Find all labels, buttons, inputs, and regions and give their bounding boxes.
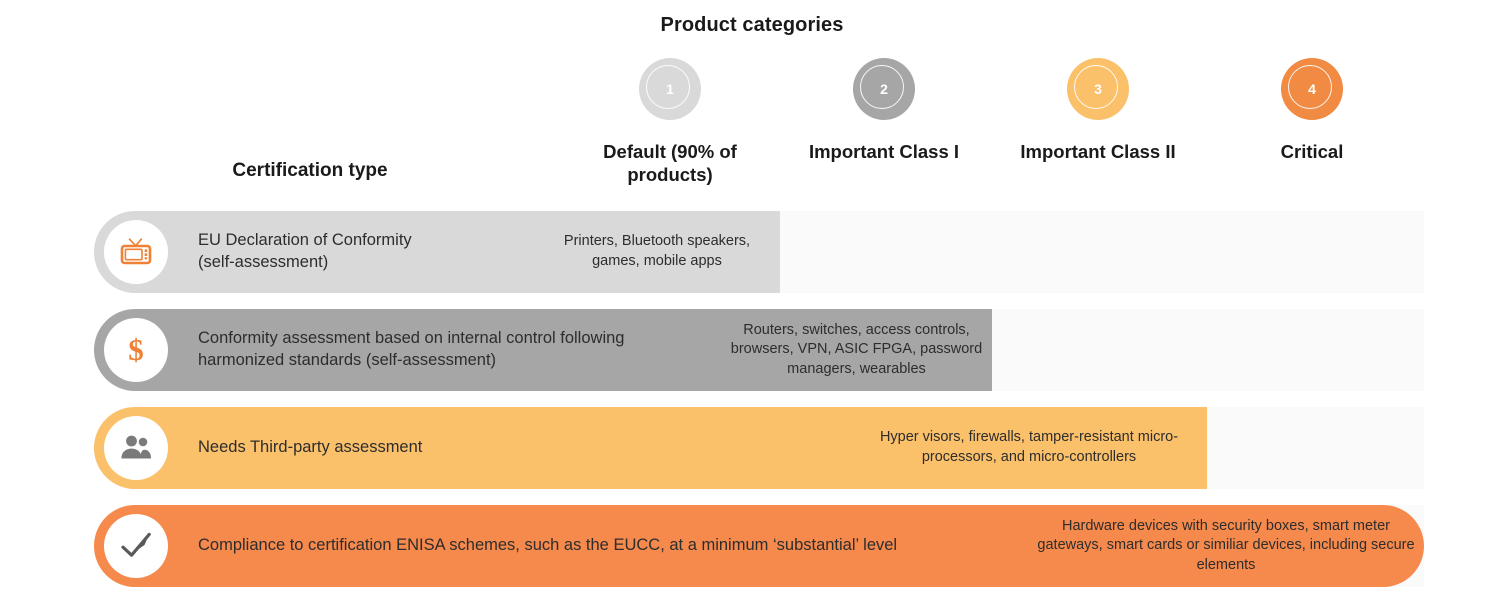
checkmark-icon (119, 531, 153, 561)
page-title: Product categories (660, 14, 844, 36)
category-badge-number: 1 (666, 81, 674, 97)
category-column-4: 4 Critical (1202, 58, 1422, 163)
badge-ring-icon (1074, 65, 1118, 109)
row-description: Hyper visors, firewalls, tamper-resistan… (879, 429, 1179, 465)
row-bar: EU Declaration of Conformity (self-asses… (94, 211, 780, 293)
category-label-2: Important Class I (808, 141, 960, 162)
table-row: EU Declaration of Conformity (self-asses… (94, 211, 1424, 293)
row-icon-circle (104, 416, 168, 480)
row-bar: Needs Third-party assessment Hyper visor… (94, 407, 1207, 489)
table-row: $ Conformity assessment based on interna… (94, 309, 1424, 391)
table-row: Needs Third-party assessment Hyper visor… (94, 407, 1424, 489)
category-badge-number: 4 (1308, 81, 1316, 97)
row-icon-circle: $ (104, 318, 168, 382)
row-icon-circle (104, 220, 168, 284)
people-icon (118, 434, 154, 462)
category-badge-number: 3 (1094, 81, 1102, 97)
row-label: Needs Third-party assessment (198, 438, 423, 457)
row-label: EU Declaration of Conformity (self-asses… (198, 231, 412, 271)
category-column-1: 1 Default (90% of products) (560, 58, 780, 186)
category-badge-4: 4 (1281, 58, 1343, 120)
badge-ring-icon (860, 65, 904, 109)
row-icon-circle (104, 514, 168, 578)
dollar-sign-icon: $ (124, 332, 148, 368)
category-badge-1: 1 (639, 58, 701, 120)
row-bar: $ Conformity assessment based on interna… (94, 309, 992, 391)
row-description: Routers, switches, access controls, brow… (730, 321, 983, 377)
category-label-3: Important Class II (1020, 141, 1176, 162)
category-badge-number: 2 (880, 81, 888, 97)
row-description: Printers, Bluetooth speakers, games, mob… (563, 233, 751, 269)
television-icon (119, 237, 153, 267)
category-column-3: 3 Important Class II (988, 58, 1208, 163)
category-label-1: Default (90% of products) (603, 141, 737, 186)
row-label: Conformity assessment based on internal … (198, 329, 625, 369)
table-row: Compliance to certification ENISA scheme… (94, 505, 1424, 587)
category-column-2: 2 Important Class I (774, 58, 994, 163)
certification-type-heading: Certification type (232, 160, 388, 181)
badge-ring-icon (1288, 65, 1332, 109)
badge-ring-icon (646, 65, 690, 109)
category-label-4: Critical (1280, 141, 1344, 162)
row-label: Compliance to certification ENISA scheme… (198, 536, 898, 555)
certification-rows: EU Declaration of Conformity (self-asses… (94, 211, 1424, 601)
svg-text:$: $ (128, 332, 144, 367)
category-badge-2: 2 (853, 58, 915, 120)
row-bar: Compliance to certification ENISA scheme… (94, 505, 1424, 587)
category-badge-3: 3 (1067, 58, 1129, 120)
row-description: Hardware devices with security boxes, sm… (1037, 517, 1415, 573)
category-header-row: 1 Default (90% of products) 2 Important … (560, 58, 1440, 188)
